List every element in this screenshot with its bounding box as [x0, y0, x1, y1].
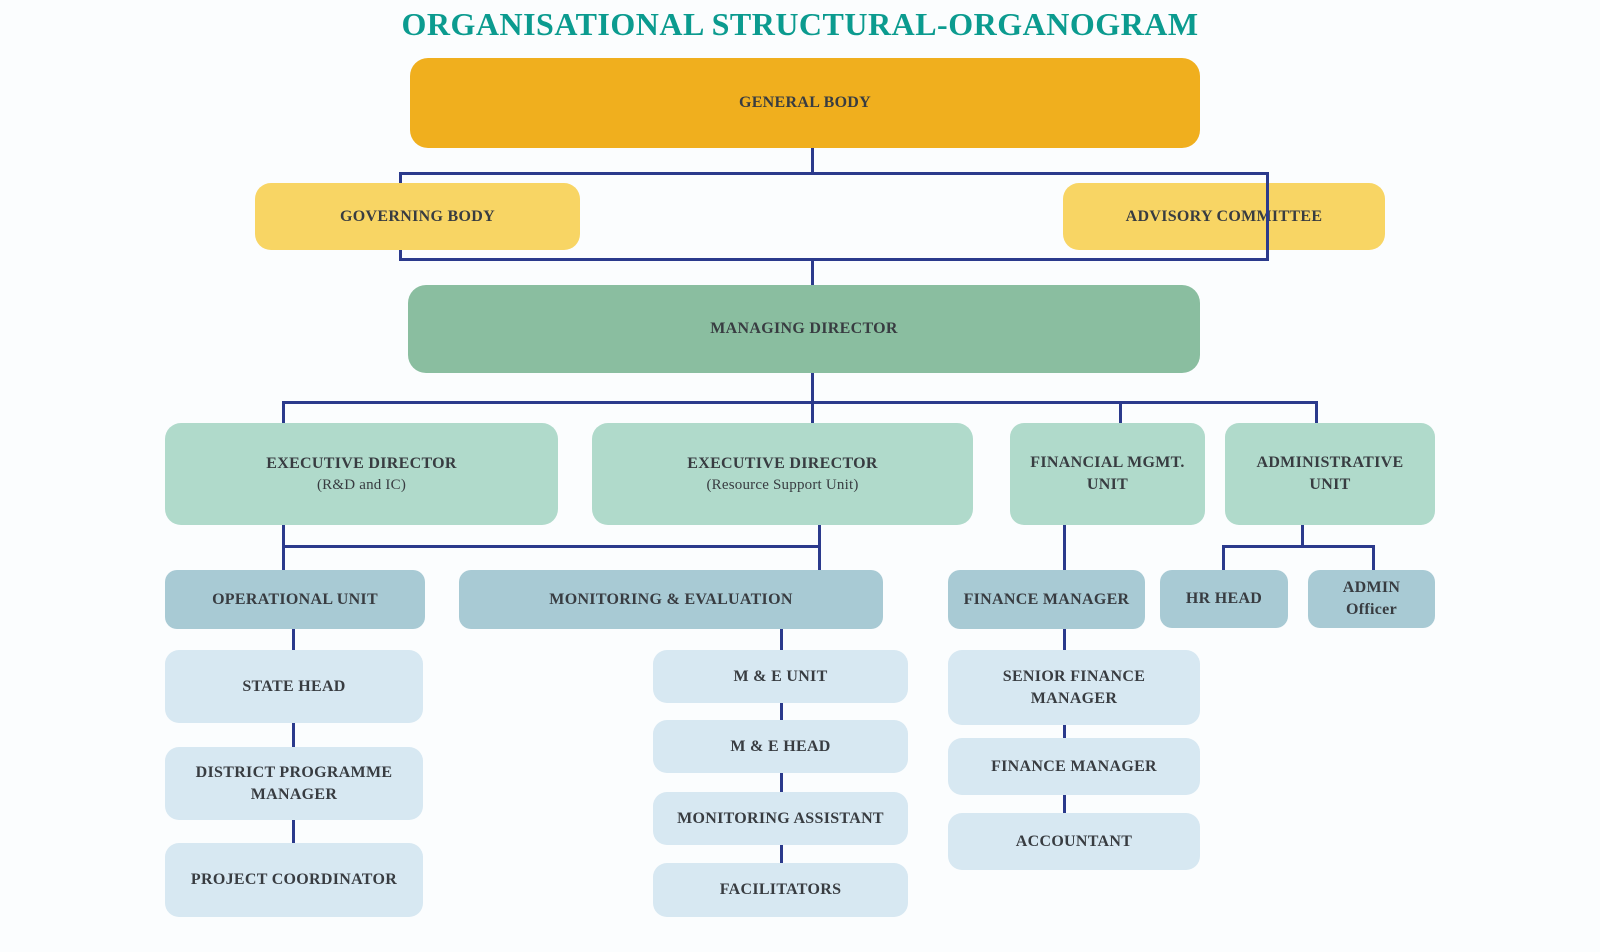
node-managing-director: MANAGING DIRECTOR — [408, 285, 1200, 373]
node-label: ADMIN Officer — [1342, 579, 1401, 618]
node-label: EXECUTIVE DIRECTOR — [687, 455, 878, 473]
connector-line — [1222, 545, 1225, 570]
connector-line — [1063, 525, 1066, 570]
node-label: ADMINISTRATIVE UNIT — [1256, 454, 1404, 493]
connector-line — [811, 148, 814, 175]
node-executive-director-rsu: EXECUTIVE DIRECTOR (Resource Support Uni… — [592, 423, 973, 525]
node-label: FINANCIAL MGMT. UNIT — [1030, 454, 1185, 493]
node-project-coordinator: PROJECT COORDINATOR — [165, 843, 423, 917]
node-advisory-committee: ADVISORY COMMITTEE — [1063, 183, 1385, 250]
connector-line — [818, 525, 821, 570]
node-label: M & E UNIT — [733, 667, 828, 685]
node-governing-body: GOVERNING BODY — [255, 183, 580, 250]
node-finance-manager-unit: FINANCE MANAGER — [948, 570, 1145, 629]
connector-line — [399, 172, 1269, 175]
connector-line — [1063, 795, 1066, 813]
connector-line — [1266, 172, 1269, 261]
node-monitoring-evaluation: MONITORING & EVALUATION — [459, 570, 883, 629]
node-monitoring-assistant: MONITORING ASSISTANT — [653, 792, 908, 845]
connector-line — [292, 723, 295, 747]
node-label: GENERAL BODY — [738, 94, 872, 112]
connector-line — [780, 773, 783, 792]
node-label: SENIOR FINANCE MANAGER — [1002, 667, 1146, 707]
connector-line — [780, 845, 783, 863]
node-hr-head: HR HEAD — [1160, 570, 1288, 628]
node-label: EXECUTIVE DIRECTOR — [266, 455, 457, 473]
node-label: M & E HEAD — [730, 737, 831, 755]
node-label: GOVERNING BODY — [340, 207, 495, 225]
connector-line — [811, 258, 814, 285]
connector-line — [399, 258, 1269, 261]
node-general-body: GENERAL BODY — [410, 58, 1200, 148]
node-label: MONITORING & EVALUATION — [549, 590, 793, 608]
node-label: ADVISORY COMMITTEE — [1125, 207, 1323, 225]
node-me-head: M & E HEAD — [653, 720, 908, 773]
node-label: DISTRICT PROGRAMME MANAGER — [195, 763, 393, 803]
node-label: STATE HEAD — [242, 677, 346, 695]
connector-line — [1119, 401, 1122, 423]
connector-line — [1315, 401, 1318, 423]
connector-line — [1063, 629, 1066, 650]
node-operational-unit: OPERATIONAL UNIT — [165, 570, 425, 629]
node-finance-manager: FINANCE MANAGER — [948, 738, 1200, 795]
node-label: MONITORING ASSISTANT — [677, 809, 884, 827]
node-sublabel: (R&D and IC) — [316, 476, 407, 493]
node-label: PROJECT COORDINATOR — [190, 871, 398, 889]
node-label: MANAGING DIRECTOR — [710, 320, 898, 338]
node-accountant: ACCOUNTANT — [948, 813, 1200, 870]
connector-line — [1372, 545, 1375, 570]
connector-line — [282, 401, 1318, 404]
node-facilitators: FACILITATORS — [653, 863, 908, 917]
node-financial-mgmt-unit: FINANCIAL MGMT. UNIT — [1010, 423, 1205, 525]
node-executive-director-rd: EXECUTIVE DIRECTOR (R&D and IC) — [165, 423, 558, 525]
node-district-programme-manager: DISTRICT PROGRAMME MANAGER — [165, 747, 423, 820]
connector-line — [282, 401, 285, 423]
connector-line — [1301, 525, 1304, 548]
connector-line — [1063, 725, 1066, 738]
connector-line — [1222, 545, 1375, 548]
node-state-head: STATE HEAD — [165, 650, 423, 723]
node-admin-officer: ADMIN Officer — [1308, 570, 1435, 628]
node-label: FACILITATORS — [719, 881, 842, 899]
connector-line — [292, 629, 295, 650]
node-label: OPERATIONAL UNIT — [212, 590, 378, 608]
node-me-unit: M & E UNIT — [653, 650, 908, 703]
node-senior-finance-manager: SENIOR FINANCE MANAGER — [948, 650, 1200, 725]
node-administrative-unit: ADMINISTRATIVE UNIT — [1225, 423, 1435, 525]
connector-line — [811, 373, 814, 423]
node-label: FINANCE MANAGER — [963, 590, 1130, 608]
connector-line — [780, 629, 783, 650]
connector-line — [780, 703, 783, 720]
connector-line — [282, 545, 821, 548]
node-label: HR HEAD — [1185, 590, 1263, 608]
node-label: FINANCE MANAGER — [991, 757, 1157, 775]
node-label: ACCOUNTANT — [1015, 832, 1133, 850]
node-sublabel: (Resource Support Unit) — [706, 476, 859, 493]
connector-line — [292, 820, 295, 843]
page-title: ORGANISATIONAL STRUCTURAL-ORGANOGRAM — [401, 6, 1199, 42]
